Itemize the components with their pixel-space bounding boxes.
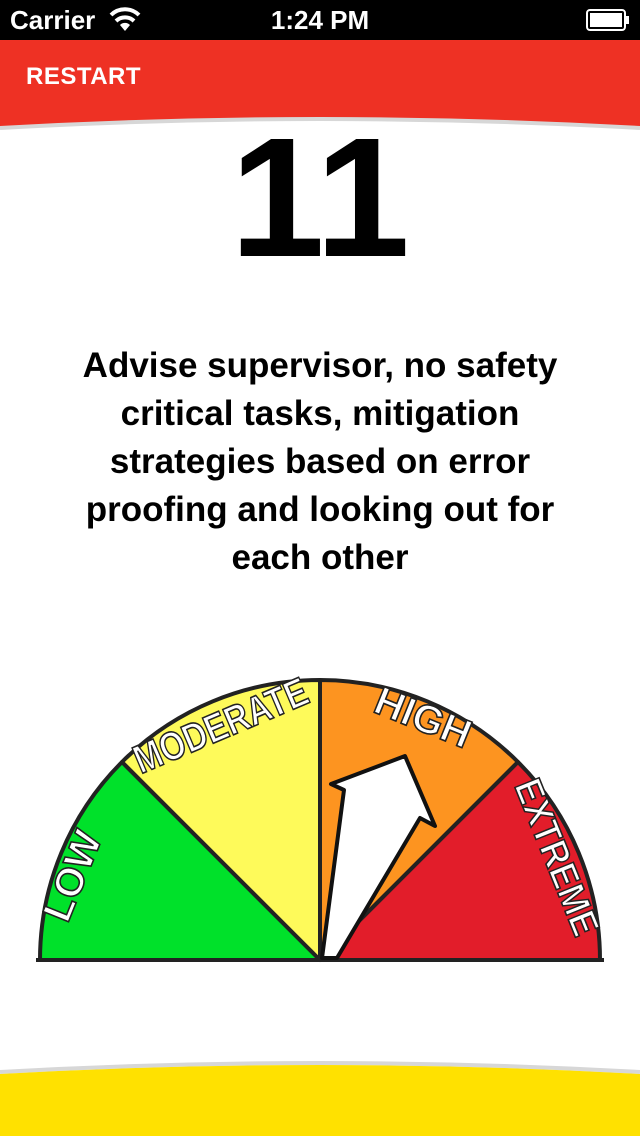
- risk-score: 11: [230, 103, 410, 293]
- carrier-label: Carrier: [10, 5, 96, 35]
- footer-bar: [0, 1061, 640, 1136]
- header-background: [0, 40, 640, 130]
- header-bar: RESTART: [0, 40, 640, 140]
- status-bar: Carrier 1:24 PM: [0, 0, 640, 40]
- gauge-segment-low: [38, 760, 322, 962]
- clock-time: 1:24 PM: [270, 5, 370, 35]
- gauge-segment-moderate: [120, 678, 322, 962]
- risk-gauge: LOW MODERATE HIGH EXTREME: [34, 668, 609, 962]
- advice-text: Advise supervisor, no safety critical ta…: [82, 346, 558, 577]
- gauge-segment-extreme: [318, 760, 602, 962]
- wifi-icon: [109, 7, 141, 31]
- restart-button[interactable]: RESTART: [0, 40, 170, 110]
- battery-icon: [586, 9, 629, 31]
- restart-label: RESTART: [26, 63, 142, 90]
- arrow-pointer-icon: [320, 754, 437, 960]
